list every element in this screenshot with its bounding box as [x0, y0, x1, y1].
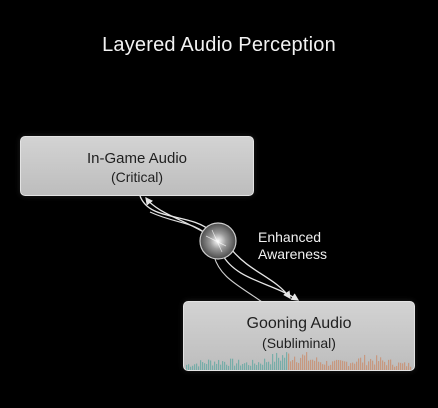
arrow-hub-to-top-b — [145, 196, 211, 237]
hub-label-line2: Awareness — [258, 246, 328, 262]
hub-label-line1: Enhanced — [258, 229, 322, 245]
enhanced-awareness-label: Enhanced Awareness — [258, 229, 327, 263]
arrow-top-to-hub-a — [139, 195, 213, 233]
arrow-hub-to-bottom-c — [213, 255, 263, 303]
in-game-audio-node: In-Game Audio (Critical) — [20, 136, 254, 196]
waveform-graphic — [186, 352, 412, 370]
in-game-audio-sublabel: (Critical) — [110, 169, 164, 185]
awareness-hub — [199, 222, 237, 260]
diagram-title: Layered Audio Perception — [102, 34, 336, 56]
gooning-audio-node: Gooning Audio (Subliminal) — [183, 301, 415, 371]
gooning-audio-label: Gooning Audio — [246, 315, 352, 332]
gooning-audio-sublabel: (Subliminal) — [262, 335, 336, 351]
in-game-audio-label: In-Game Audio — [86, 150, 188, 167]
arrow-hub-to-bottom-b — [231, 249, 291, 300]
